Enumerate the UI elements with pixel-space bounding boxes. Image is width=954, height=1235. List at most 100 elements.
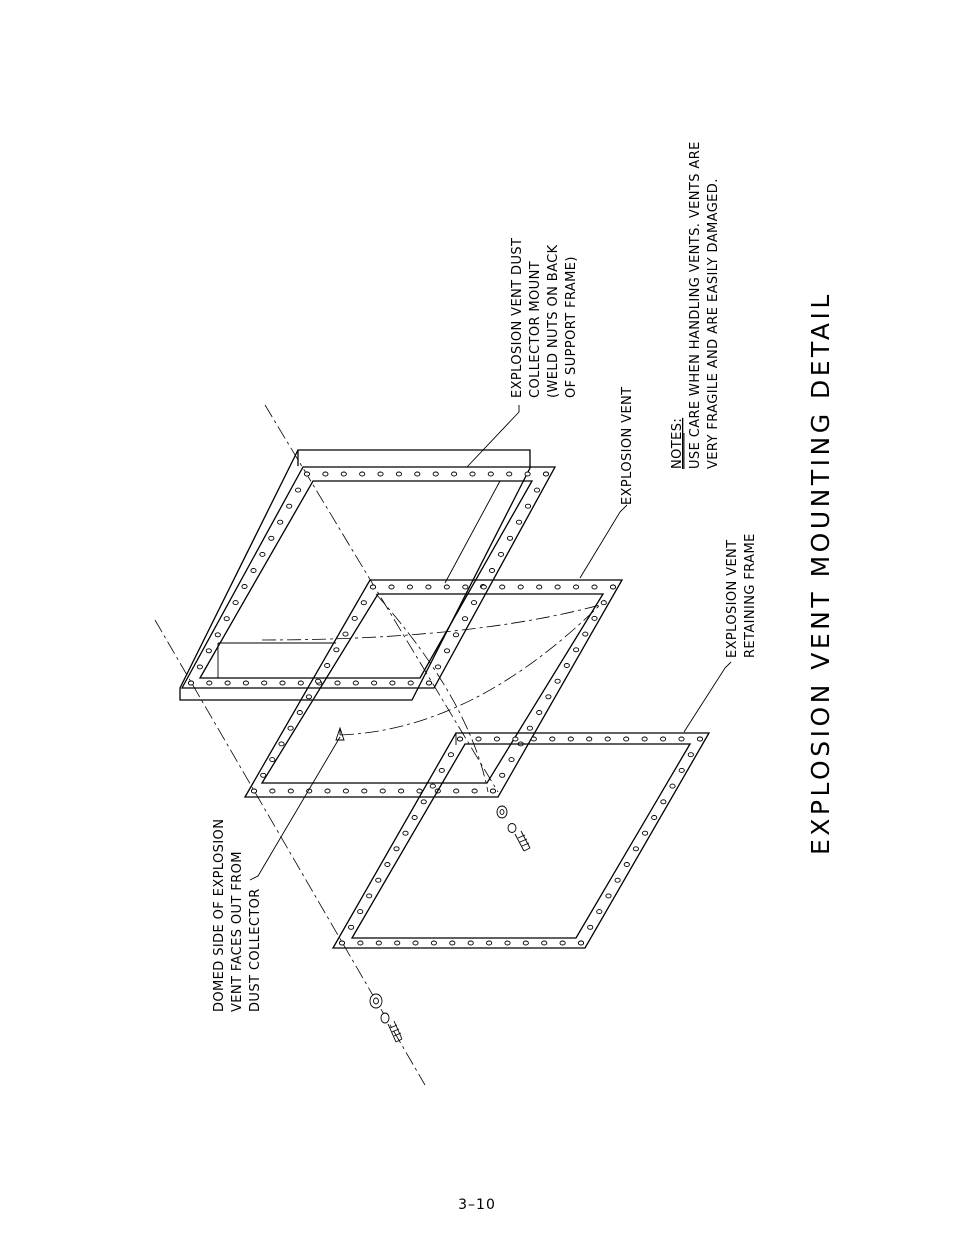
vent-label-line-1: EXPLOSION VENT — [620, 386, 635, 505]
bolt-hole — [406, 584, 413, 590]
bolt-hole — [504, 940, 511, 946]
bolt-hole — [696, 736, 704, 742]
bolt-hole — [443, 648, 451, 654]
bolt-hole — [279, 680, 286, 686]
title-text: EXPLOSION VENT MOUNTING DETAIL — [806, 291, 835, 855]
bolt-hole — [324, 663, 331, 668]
bolt-hole — [232, 600, 239, 606]
bolt-hole — [357, 940, 364, 946]
bolt-hole — [407, 680, 414, 686]
bolt-hole — [430, 940, 437, 946]
retaining-label-line-1: EXPLOSION VENT — [725, 539, 740, 658]
bolt-hole — [462, 584, 469, 590]
bolt-hole — [567, 736, 574, 742]
bolt-hole — [278, 741, 285, 747]
domed-label-line-2: VENT FACES OUT FROM — [230, 851, 245, 1012]
bolt-hole — [395, 471, 402, 477]
bolt-hole — [554, 584, 561, 590]
bolt-hole — [338, 940, 346, 946]
bolt-hole — [360, 600, 367, 606]
bolt-hole — [187, 680, 195, 686]
center-lines — [154, 404, 606, 1086]
bolt-hole — [241, 584, 248, 589]
bolt-hole — [303, 471, 311, 477]
bolt-hole — [642, 830, 649, 836]
bolt-hole — [517, 584, 524, 590]
mount-label-line-4: OF SUPPORT FRAME) — [564, 256, 579, 398]
bolt-hole — [489, 788, 497, 794]
bolt-hole — [573, 647, 580, 653]
retaining-label-line-2: RETAINING FRAME — [743, 533, 758, 658]
bolt-hole — [660, 799, 667, 805]
bolt-hole — [549, 736, 556, 742]
bolt-hole — [591, 615, 598, 621]
bolt-hole — [296, 710, 303, 715]
bolt-hole — [379, 788, 386, 794]
bolt-hole — [604, 736, 611, 742]
bolt-hardware-lower — [369, 993, 403, 1043]
bolt-hole — [377, 471, 384, 477]
label-dust-collector-mount: EXPLOSION VENT DUST COLLECTOR MOUNT (WEL… — [510, 238, 579, 398]
bolt-hole — [357, 909, 364, 915]
bolt-hole — [530, 736, 537, 742]
bolt-hole — [493, 736, 500, 742]
bolt-hole — [429, 783, 436, 789]
bolt-hole — [277, 519, 284, 525]
bolt-hole — [623, 736, 630, 742]
bolt-hole — [480, 584, 487, 590]
bolt-hole — [432, 471, 439, 477]
bolt-hole — [223, 616, 230, 622]
bolt-hole — [563, 663, 570, 668]
bolt-hole — [393, 846, 400, 852]
bolt-hole — [536, 584, 543, 590]
bolt-hole — [596, 909, 603, 915]
bolt-hole — [453, 788, 460, 794]
bolt-hole — [366, 893, 373, 899]
bolt-hole — [269, 788, 276, 794]
domed-label-line-1: DOMED SIDE OF EXPLOSION — [212, 819, 227, 1012]
notes-line-1: USE CARE WHEN HANDLING VENTS. VENTS ARE — [688, 141, 703, 469]
explosion-vent — [243, 579, 624, 798]
mount-bolt-holes — [187, 471, 550, 686]
bolt-hole — [559, 940, 566, 946]
bolt-hole — [678, 736, 685, 742]
bolt-hole — [573, 584, 580, 590]
bolt-hole — [334, 680, 341, 686]
bolt-hole — [297, 680, 304, 686]
bolt-hole — [414, 471, 421, 477]
bolt-hole — [641, 736, 648, 742]
bolt-hole — [582, 631, 589, 637]
mount-label-line-1: EXPLOSION VENT DUST — [510, 238, 525, 398]
bolt-hole — [669, 783, 676, 789]
bolt-hole — [269, 757, 276, 763]
bolt-hole — [359, 471, 366, 477]
label-explosion-vent: EXPLOSION VENT — [620, 386, 635, 505]
bolt-hole — [438, 767, 445, 773]
bolt-hole — [487, 471, 494, 477]
bolt-hole — [412, 940, 419, 946]
bolt-hole — [526, 725, 533, 731]
bolt-hole — [536, 710, 543, 715]
bolt-hole — [214, 632, 221, 638]
bolt-hole — [449, 940, 456, 946]
bolt-hole — [623, 862, 630, 867]
bolt-hole — [425, 584, 432, 590]
bolt-hole — [434, 664, 442, 670]
bolt-hole — [369, 584, 377, 590]
bolt-hole — [398, 788, 405, 794]
bolt-hole — [522, 940, 529, 946]
bolt-hole — [371, 680, 378, 686]
bolt-hole — [687, 752, 694, 758]
bolt-hole — [488, 568, 496, 573]
bolt-hole — [389, 680, 396, 686]
bolt-hole — [268, 535, 275, 541]
bolt-hole — [196, 664, 203, 670]
drawing-title: EXPLOSION VENT MOUNTING DETAIL — [806, 291, 835, 855]
label-retaining-frame: EXPLOSION VENT RETAINING FRAME — [725, 533, 758, 658]
bolt-hole — [452, 632, 460, 638]
bolt-hole — [542, 471, 550, 477]
vent-bolt-holes — [250, 584, 617, 794]
bolt-hole — [614, 877, 621, 883]
bolt-hole — [259, 551, 266, 557]
bolt-hole — [425, 680, 433, 686]
